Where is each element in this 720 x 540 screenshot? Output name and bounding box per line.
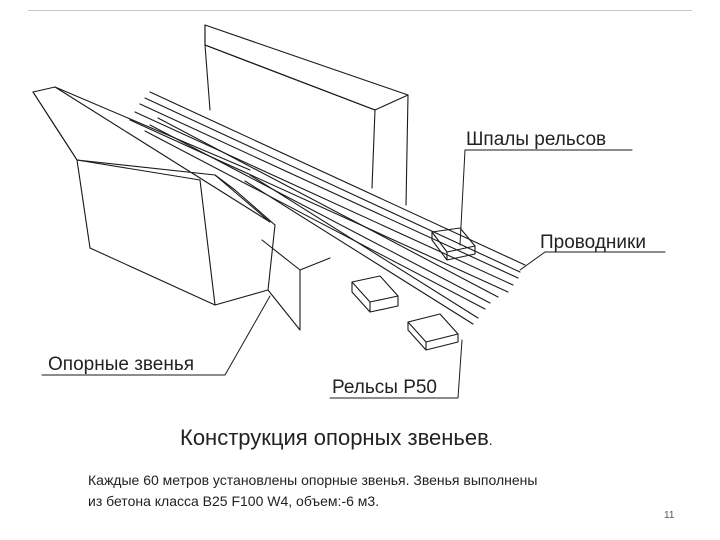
caption-line-1: Каждые 60 метров установлены опорные зве… — [88, 472, 538, 488]
top-divider — [28, 10, 692, 11]
label-supports: Опорные звенья — [48, 354, 194, 375]
slide-title-period: . — [488, 432, 493, 448]
support-block — [32, 86, 331, 331]
sleepers — [351, 227, 476, 351]
rails-and-conductors — [129, 91, 526, 325]
label-sleepers: Шпалы рельсов — [466, 129, 606, 150]
leader-lines — [41, 149, 666, 399]
slide-title-text: Конструкция опорных звеньев — [180, 425, 489, 450]
label-rails: Рельсы Р50 — [332, 377, 437, 398]
label-conductors: Проводники — [540, 232, 646, 253]
caption-line-2: из бетона класса В25 F100 W4, объем:-6 м… — [88, 493, 380, 509]
slide-number: 11 — [664, 510, 675, 521]
slide-title: Конструкция опорных звеньев. — [180, 425, 493, 451]
back-wall — [204, 24, 409, 206]
slide-caption: Каждые 60 метров установлены опорные зве… — [88, 470, 648, 512]
